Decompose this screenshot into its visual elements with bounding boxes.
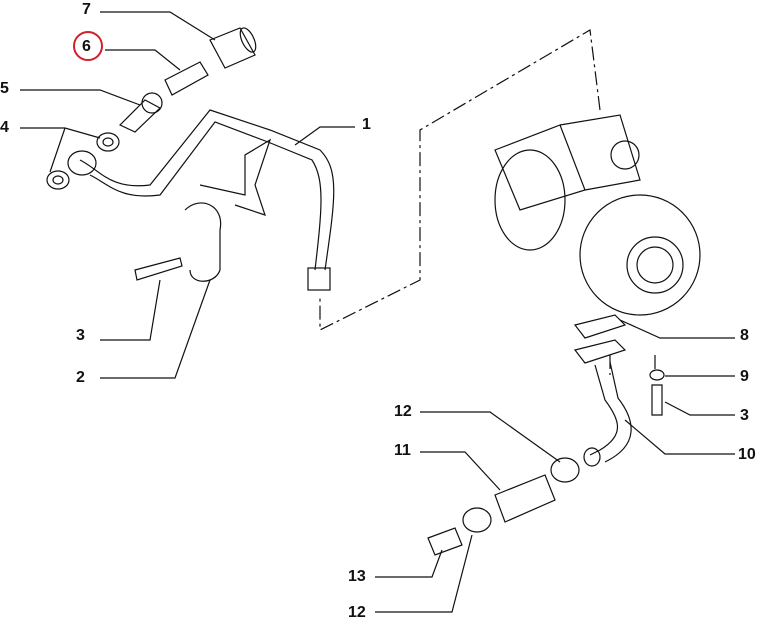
reference-line (319, 29, 601, 331)
part-4-washer (96, 132, 120, 152)
part-7-cap (209, 27, 256, 69)
leader-11 (420, 451, 501, 491)
leader-4b (49, 127, 66, 173)
callout-4[interactable]: 4 (0, 119, 9, 136)
callout-13[interactable]: 13 (348, 568, 366, 585)
leader-12b (375, 534, 473, 613)
part-4-washer (46, 170, 70, 190)
leader-10 (624, 419, 735, 455)
callout-2[interactable]: 2 (76, 369, 85, 386)
highlight-circle (73, 31, 103, 61)
callout-5[interactable]: 5 (0, 80, 9, 97)
callout-12[interactable]: 12 (394, 403, 412, 420)
leader-7 (100, 11, 216, 41)
part-3-bolt-right (651, 384, 663, 416)
reference-line (199, 138, 272, 216)
part-8-gasket (573, 314, 627, 339)
callout-7[interactable]: 7 (82, 1, 91, 18)
leader-13 (375, 549, 443, 578)
leader-2 (100, 279, 211, 379)
leader-1 (294, 126, 355, 146)
leader-3b (664, 401, 735, 416)
part-13-fitting (427, 527, 463, 556)
leader-8 (619, 319, 735, 339)
part-6-sensor (164, 61, 209, 96)
callout-8[interactable]: 8 (740, 327, 749, 344)
callout-1[interactable]: 1 (362, 116, 371, 133)
leader-4 (20, 127, 101, 139)
callout-12-bottom[interactable]: 12 (348, 604, 366, 621)
leader-5 (20, 89, 141, 106)
part-12-clamp (462, 507, 492, 533)
callout-6[interactable]: 6 (82, 38, 91, 55)
part-2-clamp (184, 202, 222, 282)
leader-3a (100, 279, 161, 341)
part-10-pipe (589, 364, 618, 456)
part-12-clamp (550, 457, 580, 483)
callout-3[interactable]: 3 (76, 327, 85, 344)
callout-9[interactable]: 9 (740, 368, 749, 385)
callout-3-right[interactable]: 3 (740, 407, 749, 424)
part-1-pipe (79, 109, 335, 271)
turbocharger (494, 114, 701, 316)
callout-11[interactable]: 11 (394, 442, 411, 459)
part-11-hose (494, 474, 556, 523)
part-3-bolt (134, 257, 183, 281)
leader-6 (105, 49, 181, 71)
part-9-washer (649, 369, 665, 381)
part-5-bolt (118, 99, 162, 133)
leader-12a (420, 411, 561, 463)
callout-10[interactable]: 10 (738, 446, 756, 463)
